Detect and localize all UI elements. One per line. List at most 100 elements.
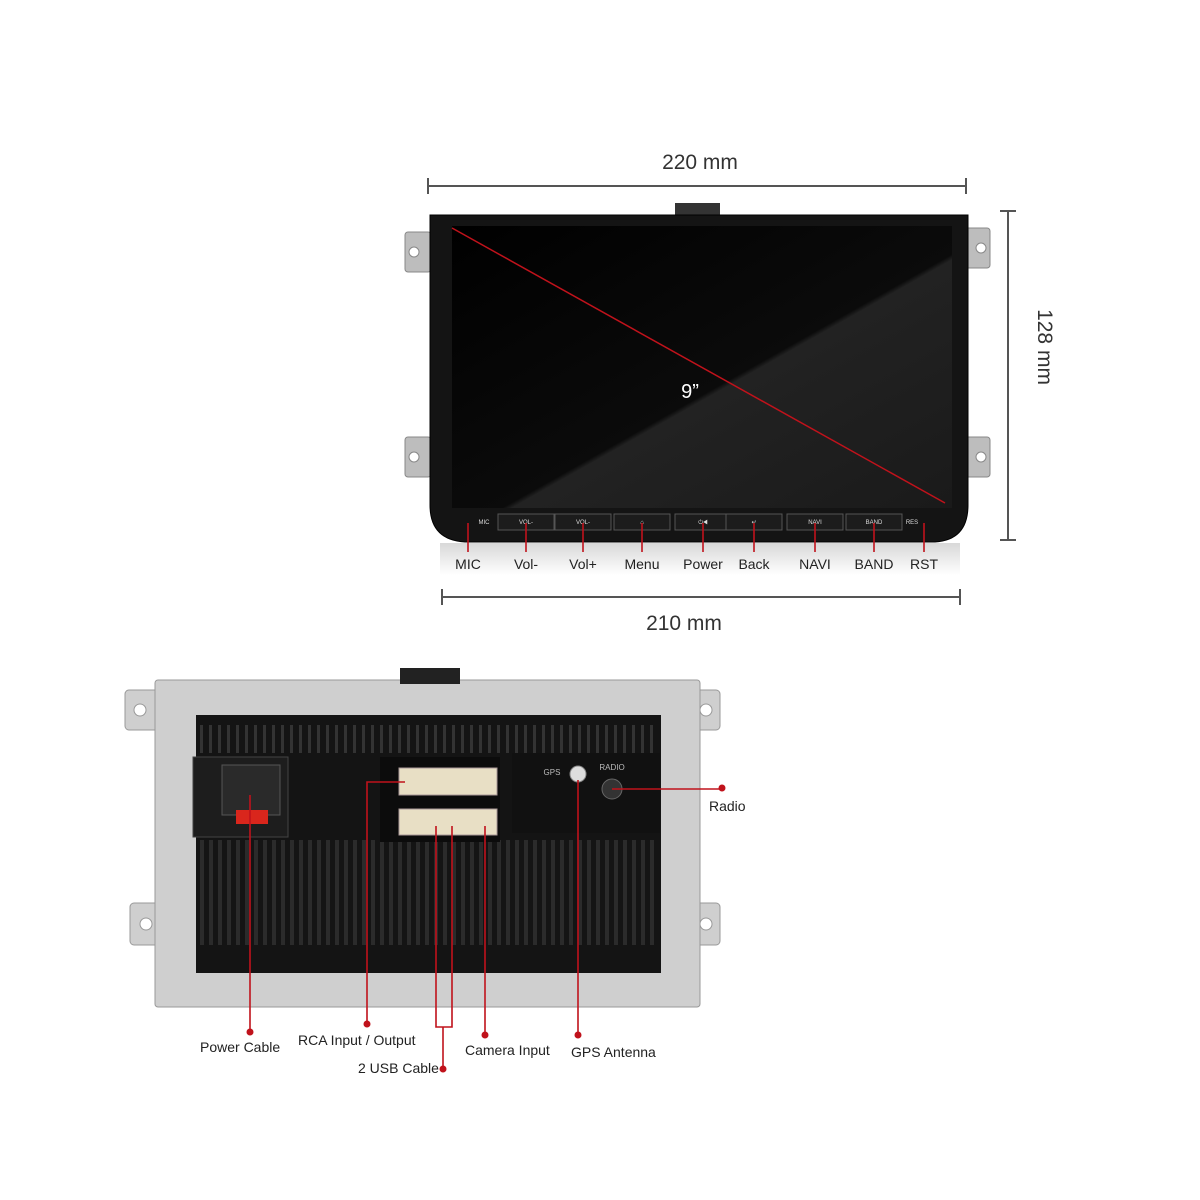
vent [542, 725, 545, 753]
vent [407, 725, 410, 753]
button-vol-[interactable]: VOL-Vol- [497, 513, 555, 572]
power-cable-label: Power Cable [200, 1039, 280, 1055]
fin [218, 840, 222, 945]
vent [290, 725, 293, 753]
fin [353, 840, 357, 945]
fin [452, 840, 456, 945]
fin [497, 840, 501, 945]
vent [299, 725, 302, 753]
power-connector [221, 764, 281, 816]
fin [650, 840, 654, 945]
usb-label: 2 USB Cable [358, 1060, 439, 1076]
fin [623, 840, 627, 945]
button-menu[interactable]: ⌂Menu [613, 513, 671, 572]
vent [506, 725, 509, 753]
gps-port [569, 765, 587, 783]
vent [443, 725, 446, 753]
vent [272, 725, 275, 753]
fin [425, 840, 429, 945]
front-view: 220 mm 9” MICMICVOL-Vol-VOL-Vol+⌂Menu⏻◀P… [404, 151, 1056, 635]
fin [551, 840, 555, 945]
fin [416, 840, 420, 945]
vent [425, 725, 428, 753]
fin [200, 840, 204, 945]
fin [308, 840, 312, 945]
callout-gps: GPS Antenna [571, 780, 656, 1060]
vent [461, 725, 464, 753]
button-label: Vol- [514, 556, 538, 572]
callout-power-cable: Power Cable [200, 795, 280, 1055]
fin [596, 840, 600, 945]
fin [515, 840, 519, 945]
vent [470, 725, 473, 753]
vent [488, 725, 491, 753]
width-bottom-label: 210 mm [646, 612, 722, 635]
vent [371, 725, 374, 753]
vent [380, 725, 383, 753]
fin [362, 840, 366, 945]
fin [542, 840, 546, 945]
button-label: Menu [624, 556, 659, 572]
fin [524, 840, 528, 945]
vent [434, 725, 437, 753]
dimension-height: 128 mm [1000, 210, 1056, 541]
button-vol-[interactable]: VOL-Vol+ [554, 513, 612, 572]
fin [407, 840, 411, 945]
button-back[interactable]: ↵Back [725, 513, 783, 572]
dimension-bottom: 210 mm [441, 589, 961, 635]
callout-radio: Radio [612, 784, 746, 814]
vent [560, 725, 563, 753]
button-power[interactable]: ⏻◀Power [674, 513, 732, 572]
fin [272, 840, 276, 945]
vent [515, 725, 518, 753]
fin [254, 840, 258, 945]
radio-port-label: RADIO [599, 763, 624, 772]
gps-port-label: GPS [544, 768, 561, 777]
vent [344, 725, 347, 753]
gps-label: GPS Antenna [571, 1044, 656, 1060]
fin [506, 840, 510, 945]
vent [641, 725, 644, 753]
vent [479, 725, 482, 753]
callout-rca: RCA Input / Output [298, 781, 416, 1048]
rca-connector [398, 767, 498, 796]
button-navi[interactable]: NAVINAVI [786, 513, 844, 572]
rca-label: RCA Input / Output [298, 1032, 416, 1048]
vent [416, 725, 419, 753]
vent [524, 725, 527, 753]
callout-usb: 2 USB Cable [358, 826, 453, 1076]
button-label: Back [738, 556, 770, 572]
fin [560, 840, 564, 945]
fin [371, 840, 375, 945]
fin [245, 840, 249, 945]
fin [443, 840, 447, 945]
fin [461, 840, 465, 945]
button-band[interactable]: BANDBAND [845, 513, 903, 572]
screen-size-label: 9” [681, 381, 699, 403]
vent [362, 725, 365, 753]
fin [533, 840, 537, 945]
button-label: Power [683, 556, 723, 572]
vent [650, 725, 653, 753]
fin [578, 840, 582, 945]
fin [470, 840, 474, 945]
button-strip: MICMICVOL-Vol-VOL-Vol+⌂Menu⏻◀Power↵BackN… [455, 513, 939, 572]
fin [380, 840, 384, 945]
fin [632, 840, 636, 945]
callout-camera: Camera Input [465, 826, 550, 1058]
vent [236, 725, 239, 753]
usb-camera-connector [398, 808, 498, 836]
vent [632, 725, 635, 753]
fin [227, 840, 231, 945]
vent [209, 725, 212, 753]
fin [290, 840, 294, 945]
button-glyph: MIC [479, 520, 491, 526]
fin [398, 840, 402, 945]
fin [344, 840, 348, 945]
vent [227, 725, 230, 753]
radio-label: Radio [709, 798, 746, 814]
button-label: Vol+ [569, 556, 597, 572]
fin [479, 840, 483, 945]
